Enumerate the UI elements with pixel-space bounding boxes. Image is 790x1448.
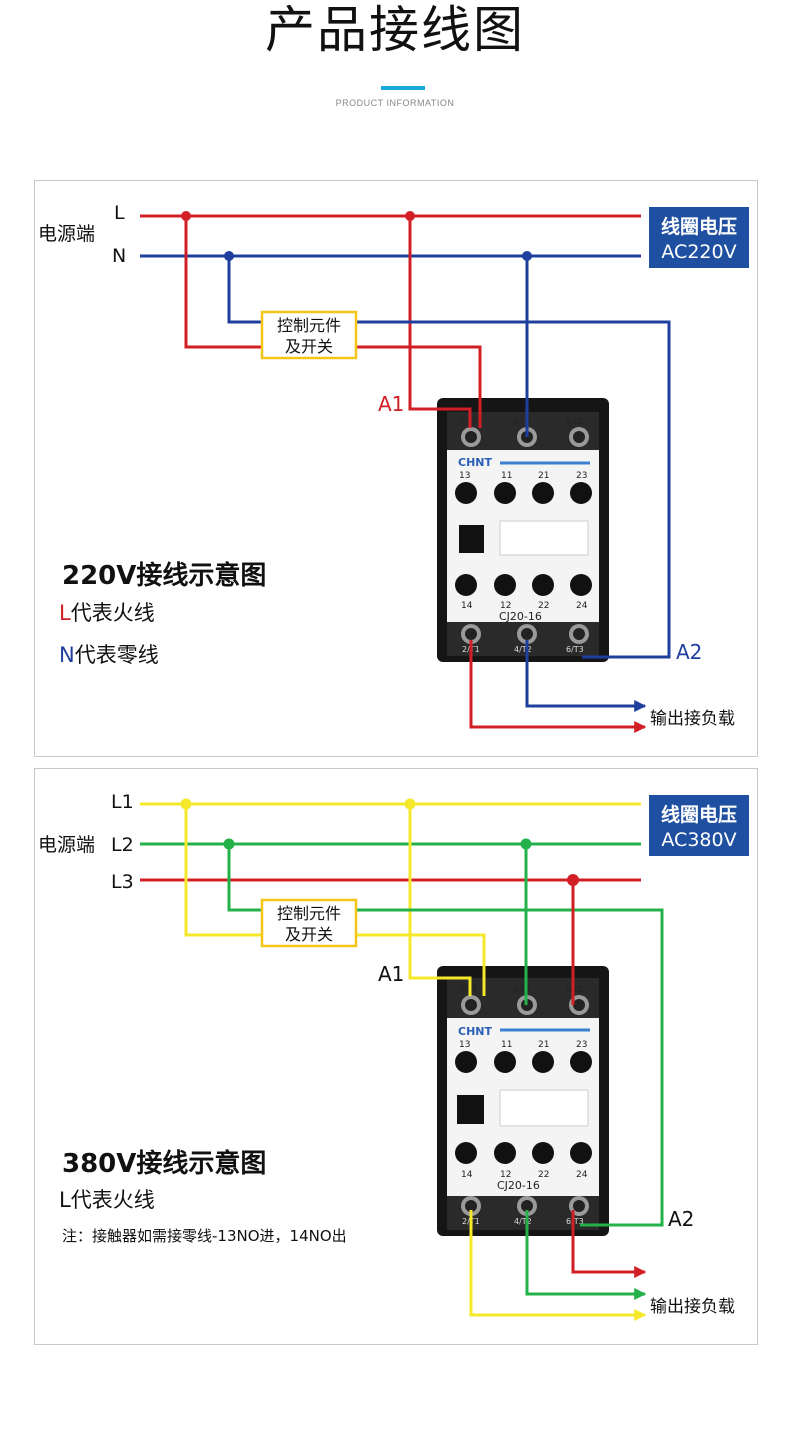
- line-label-l2: L2: [111, 834, 134, 856]
- wire-output-blue: [525, 640, 647, 712]
- contactor-1-top-screws: [461, 427, 589, 447]
- wire-l2-to-a2: [227, 844, 664, 1227]
- line-label-n: N: [112, 245, 126, 267]
- coil-voltage-badge-2: [649, 795, 749, 856]
- control-switch-label-1b: 及开关: [285, 337, 333, 356]
- wire-l-to-a1: [408, 216, 472, 428]
- wire-output-green-2: [525, 1210, 647, 1300]
- contactor-1-aux-24: 24: [576, 601, 588, 611]
- contactor-2-aux-21: 21: [538, 1040, 549, 1050]
- contactor-2-term-t3: 6/T3: [566, 1217, 584, 1226]
- wire-output-red-2: [571, 1210, 647, 1278]
- contactor-2-term-t2: 4/T2: [514, 1217, 532, 1226]
- power-source-label-2: 电源端: [38, 834, 95, 856]
- legend-l-hot: L代表火线: [59, 601, 155, 625]
- contactor-2-test-button: [457, 1095, 484, 1124]
- contactor-2-brand: CHNT: [458, 1025, 492, 1038]
- power-source-label-1: 电源端: [38, 223, 95, 245]
- contactor-1-aux-screws-bottom: [455, 574, 592, 596]
- control-switch-label-1a: 控制元件: [277, 316, 341, 335]
- output-load-label-2: 输出接负载: [650, 1297, 735, 1317]
- contactor-2-term-l3: 5/L3: [566, 985, 583, 994]
- coil-voltage-badge-1: [649, 207, 749, 268]
- control-switch-label-2a: 控制元件: [277, 904, 341, 923]
- coil-a1-label-2: A1: [378, 962, 404, 986]
- wire-n-to-a2: [227, 256, 671, 659]
- contactor-2-term-l2: 3/L2: [513, 985, 530, 994]
- contactor-1-aux-12: 12: [500, 601, 511, 611]
- output-load-label-1: 输出接负载: [650, 709, 735, 729]
- panel-220v-frame: [34, 180, 758, 757]
- wire-l1-to-a1: [408, 804, 472, 996]
- legend-l-hot-2: L代表火线: [59, 1188, 155, 1212]
- legend-n-neutral: N代表零线: [59, 643, 159, 667]
- contactor-2-aux-11: 11: [501, 1040, 512, 1050]
- coil-voltage-badge-2-line2: AC380V: [661, 829, 736, 851]
- contactor-2-aux-24: 24: [576, 1170, 588, 1180]
- contactor-2-aux-13: 13: [459, 1040, 470, 1050]
- coil-a2-label-2: A2: [668, 1207, 694, 1231]
- contactor-1-aux-21: 21: [538, 471, 549, 481]
- wire-output-red: [469, 640, 647, 733]
- neutral-wiring-note: 注：接触器如需接零线-13NO进，14NO出: [62, 1227, 347, 1245]
- contactor-2-aux-14: 14: [461, 1170, 473, 1180]
- line-label-l1: L1: [111, 791, 134, 813]
- coil-voltage-badge-1-line2: AC220V: [661, 241, 736, 263]
- contactor-2: CHNT 1/L1 3/L2 5/L3 13 11 21 23: [437, 966, 609, 1236]
- contactor-1-aux-14: 14: [461, 601, 473, 611]
- heading-220v: 220V接线示意图: [62, 560, 266, 591]
- line-label-l: L: [114, 202, 125, 224]
- contactor-1-aux-11: 11: [501, 471, 512, 481]
- coil-a1-label-1: A1: [378, 392, 404, 416]
- contactor-2-aux-12: 12: [500, 1170, 511, 1180]
- contactor-1-aux-22: 22: [538, 601, 549, 611]
- title-accent-bar: [381, 86, 425, 90]
- heading-380v: 380V接线示意图: [62, 1148, 266, 1179]
- control-switch-box-2: [260, 898, 358, 948]
- contactor-1-term-t3: 6/T3: [566, 645, 584, 654]
- line-label-l3: L3: [111, 871, 134, 893]
- junction-dots-1: [181, 211, 532, 261]
- contactor-1-model: CJ20-16: [499, 610, 542, 623]
- coil-voltage-badge-2-line1: 线圈电压: [661, 803, 737, 826]
- wire-output-yellow-2: [469, 1210, 647, 1321]
- coil-voltage-badge-1-line1: 线圈电压: [661, 215, 737, 238]
- page-title: 产品接线图: [265, 1, 525, 59]
- panel-220v: CHNT 1/L1 3/L2 5/L3 13 11 21 23: [34, 180, 758, 757]
- contactor-1: CHNT 1/L1 3/L2 5/L3 13 11 21 23: [437, 398, 609, 662]
- junction-dots-2: [180, 798, 579, 886]
- contactor-1-term-t2: 4/T2: [514, 645, 532, 654]
- contactor-2-model: CJ20-16: [497, 1179, 540, 1192]
- contactor-1-aux-23: 23: [576, 471, 587, 481]
- contactor-2-aux-screws-top: [455, 1051, 592, 1073]
- contactor-2-aux-22: 22: [538, 1170, 549, 1180]
- panel-380v-frame: [34, 768, 758, 1345]
- coil-a2-label-1: A2: [676, 640, 702, 664]
- contactor-1-term-l3: 5/L3: [566, 417, 583, 426]
- page-subtitle: PRODUCT INFORMATION: [335, 98, 455, 108]
- contactor-1-test-button: [459, 525, 484, 553]
- control-switch-label-2b: 及开关: [285, 925, 333, 944]
- contactor-1-aux-13: 13: [459, 471, 470, 481]
- contactor-1-aux-screws-top: [455, 482, 592, 504]
- panel-380v: CHNT 1/L1 3/L2 5/L3 13 11 21 23: [34, 768, 758, 1345]
- contactor-1-bottom-screws: [461, 624, 589, 644]
- control-switch-box-1: [260, 310, 358, 360]
- contactor-2-aux-23: 23: [576, 1040, 587, 1050]
- contactor-1-term-l2: 3/L2: [513, 417, 530, 426]
- contactor-2-aux-screws-bottom: [455, 1142, 592, 1164]
- contactor-1-brand: CHNT: [458, 456, 492, 469]
